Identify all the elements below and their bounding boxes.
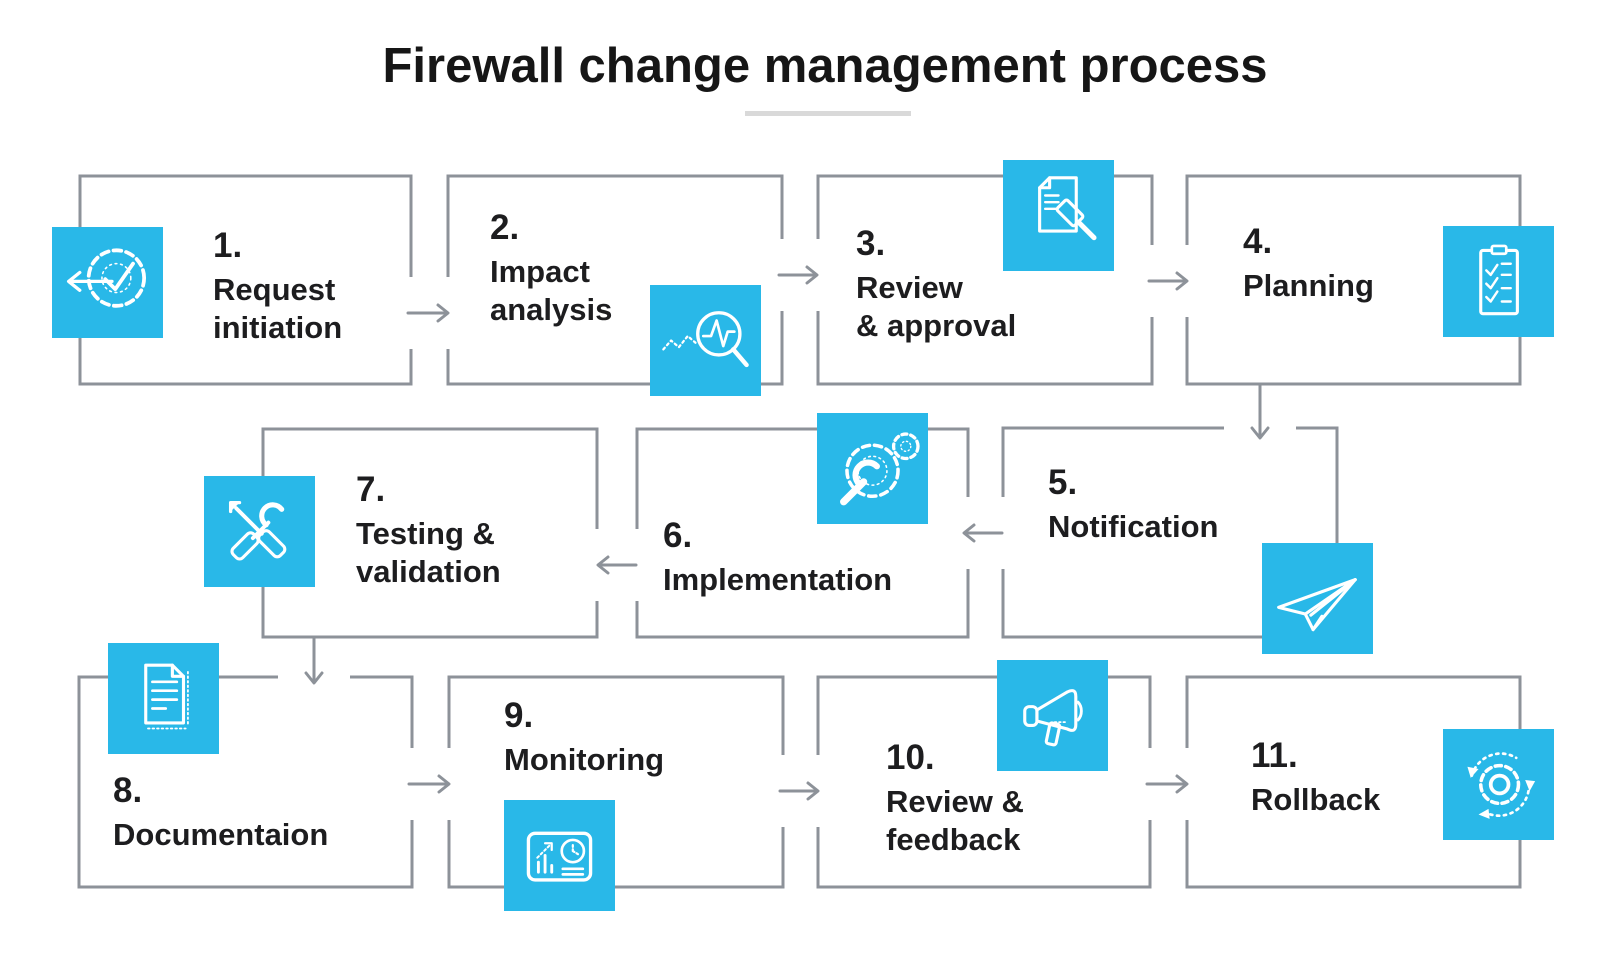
step-label: Monitoring [504,741,664,779]
megaphone-icon [997,660,1108,771]
step-label-line: Review & [886,784,1024,819]
crossed-tools-icon [204,476,315,587]
arrow-9-to-10 [778,781,820,801]
arrow-2-to-3 [777,265,819,285]
step-number: 10. [886,738,935,777]
step-label: Notification [1048,508,1219,546]
arrow-8-to-9 [407,774,451,794]
arrow-6-to-7 [596,555,638,575]
arrow-7-to-8 [304,636,324,685]
step-label: Planning [1243,267,1374,305]
step-10-text: 10. Review &feedback [886,740,1024,859]
step-number: 5. [1048,463,1078,502]
step-number: 8. [113,771,143,810]
wrench-gear-icon [817,413,928,524]
dashboard-monitor-icon [504,800,615,911]
step-label-line: initiation [213,310,343,345]
step-label-line: Documentaion [113,817,329,852]
step-label-line: Implementation [663,562,893,597]
step-number: 2. [490,208,520,247]
arrow-1-to-2 [406,303,450,323]
step-label: Testing &validation [356,515,501,591]
gear-rotate-icon [1443,729,1554,840]
step-number: 4. [1243,222,1273,261]
step-6-text: 6. Implementation [663,518,892,599]
page-title: Firewall change management process [382,39,1268,93]
step-label: Documentaion [113,816,328,854]
step-number: 11. [1251,736,1298,775]
step-label-line: & approval [856,308,1017,343]
step-label: Review &feedback [886,783,1024,859]
step-number: 1. [213,226,243,265]
clipboard-checklist-icon [1443,226,1554,337]
step-label-line: Monitoring [504,742,665,777]
step-4-text: 4. Planning [1243,224,1374,305]
arrow-4-to-5 [1250,382,1270,440]
step-label-line: Planning [1243,268,1374,303]
step-11-text: 11. Rollback [1251,738,1380,819]
step-label-line: Notification [1048,509,1219,544]
arrow-10-to-11 [1145,774,1189,794]
step-label-line: Rollback [1251,782,1381,817]
step-label: Review& approval [856,269,1016,345]
step-number: 9. [504,696,534,735]
gear-check-arrow-icon [52,227,163,338]
step-label-line: Impact [490,254,590,289]
paper-plane-icon [1262,543,1373,654]
step-8-text: 8. Documentaion [113,773,328,854]
step-number: 7. [356,470,386,509]
step-number: 6. [663,516,693,555]
step-label-line: validation [356,554,501,589]
document-lines-icon [108,643,219,754]
step-3-text: 3. Review& approval [856,226,1016,345]
step-9-text: 9. Monitoring [504,698,664,779]
arrow-3-to-4 [1147,271,1189,291]
title-underline [745,111,911,116]
step-label-line: Review [856,270,963,305]
arrow-5-to-6 [962,523,1004,543]
step-label: Rollback [1251,781,1380,819]
step-label-line: feedback [886,822,1021,857]
step-label-line: Testing & [356,516,495,551]
step-5-text: 5. Notification [1048,465,1219,546]
document-gavel-icon [1003,160,1114,271]
step-7-text: 7. Testing &validation [356,472,501,591]
magnifier-pulse-icon [650,285,761,396]
step-label-line: analysis [490,292,613,327]
step-label: Implementation [663,561,892,599]
step-label-line: Request [213,272,336,307]
step-number: 3. [856,224,886,263]
